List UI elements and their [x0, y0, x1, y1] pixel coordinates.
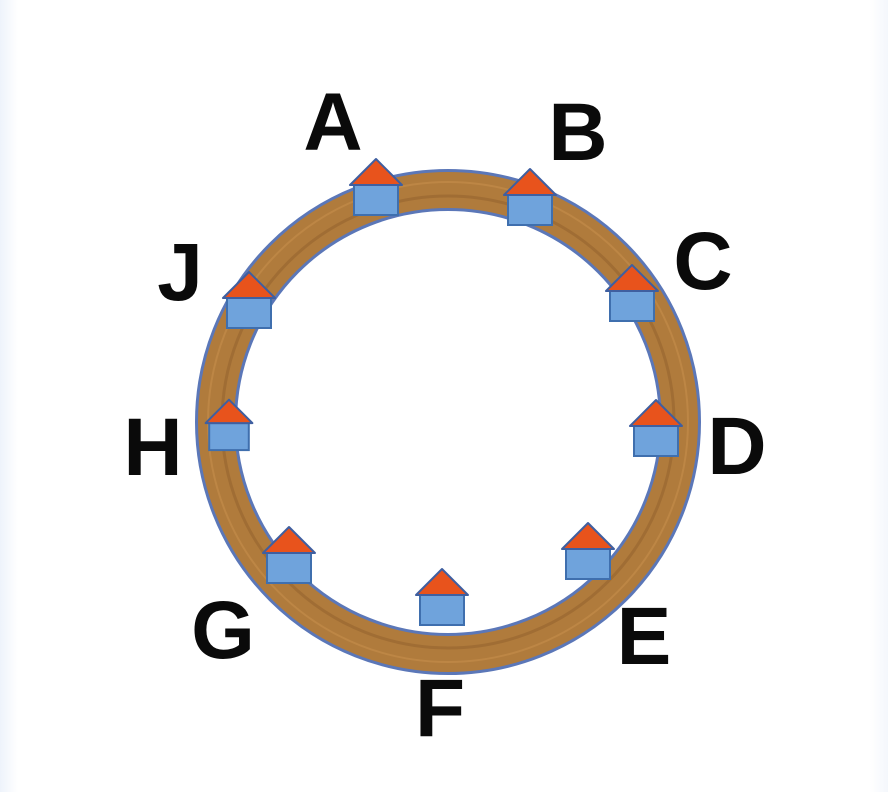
house-roof — [415, 568, 469, 596]
house-d — [629, 399, 683, 457]
house-wall — [609, 290, 655, 322]
house-label-h: H — [123, 402, 182, 493]
house-label-d: D — [707, 401, 766, 492]
house-j — [222, 271, 276, 329]
house-wall — [353, 184, 399, 216]
house-roof — [503, 168, 557, 196]
house-label-c: C — [673, 216, 732, 307]
house-label-j: J — [157, 227, 203, 318]
house-label-a: A — [303, 77, 362, 168]
house-roof — [629, 399, 683, 427]
house-wall — [266, 552, 312, 584]
house-wall — [419, 594, 465, 626]
house-roof — [561, 522, 615, 550]
house-roof — [262, 526, 316, 554]
house-roof — [204, 398, 254, 425]
house-label-g: G — [191, 585, 255, 676]
house-f — [415, 568, 469, 626]
house-wall — [507, 194, 553, 226]
house-g — [262, 526, 316, 584]
house-label-b: B — [548, 87, 607, 178]
house-wall — [565, 548, 611, 580]
house-label-f: F — [415, 663, 465, 754]
house-wall — [208, 422, 250, 452]
house-wall — [633, 425, 679, 457]
house-label-e: E — [617, 591, 672, 682]
house-c — [605, 264, 659, 322]
house-wall — [226, 297, 272, 329]
house-a — [349, 158, 403, 216]
house-roof — [222, 271, 276, 299]
house-h — [204, 398, 254, 452]
house-b — [503, 168, 557, 226]
house-roof — [605, 264, 659, 292]
house-e — [561, 522, 615, 580]
house-roof — [349, 158, 403, 186]
